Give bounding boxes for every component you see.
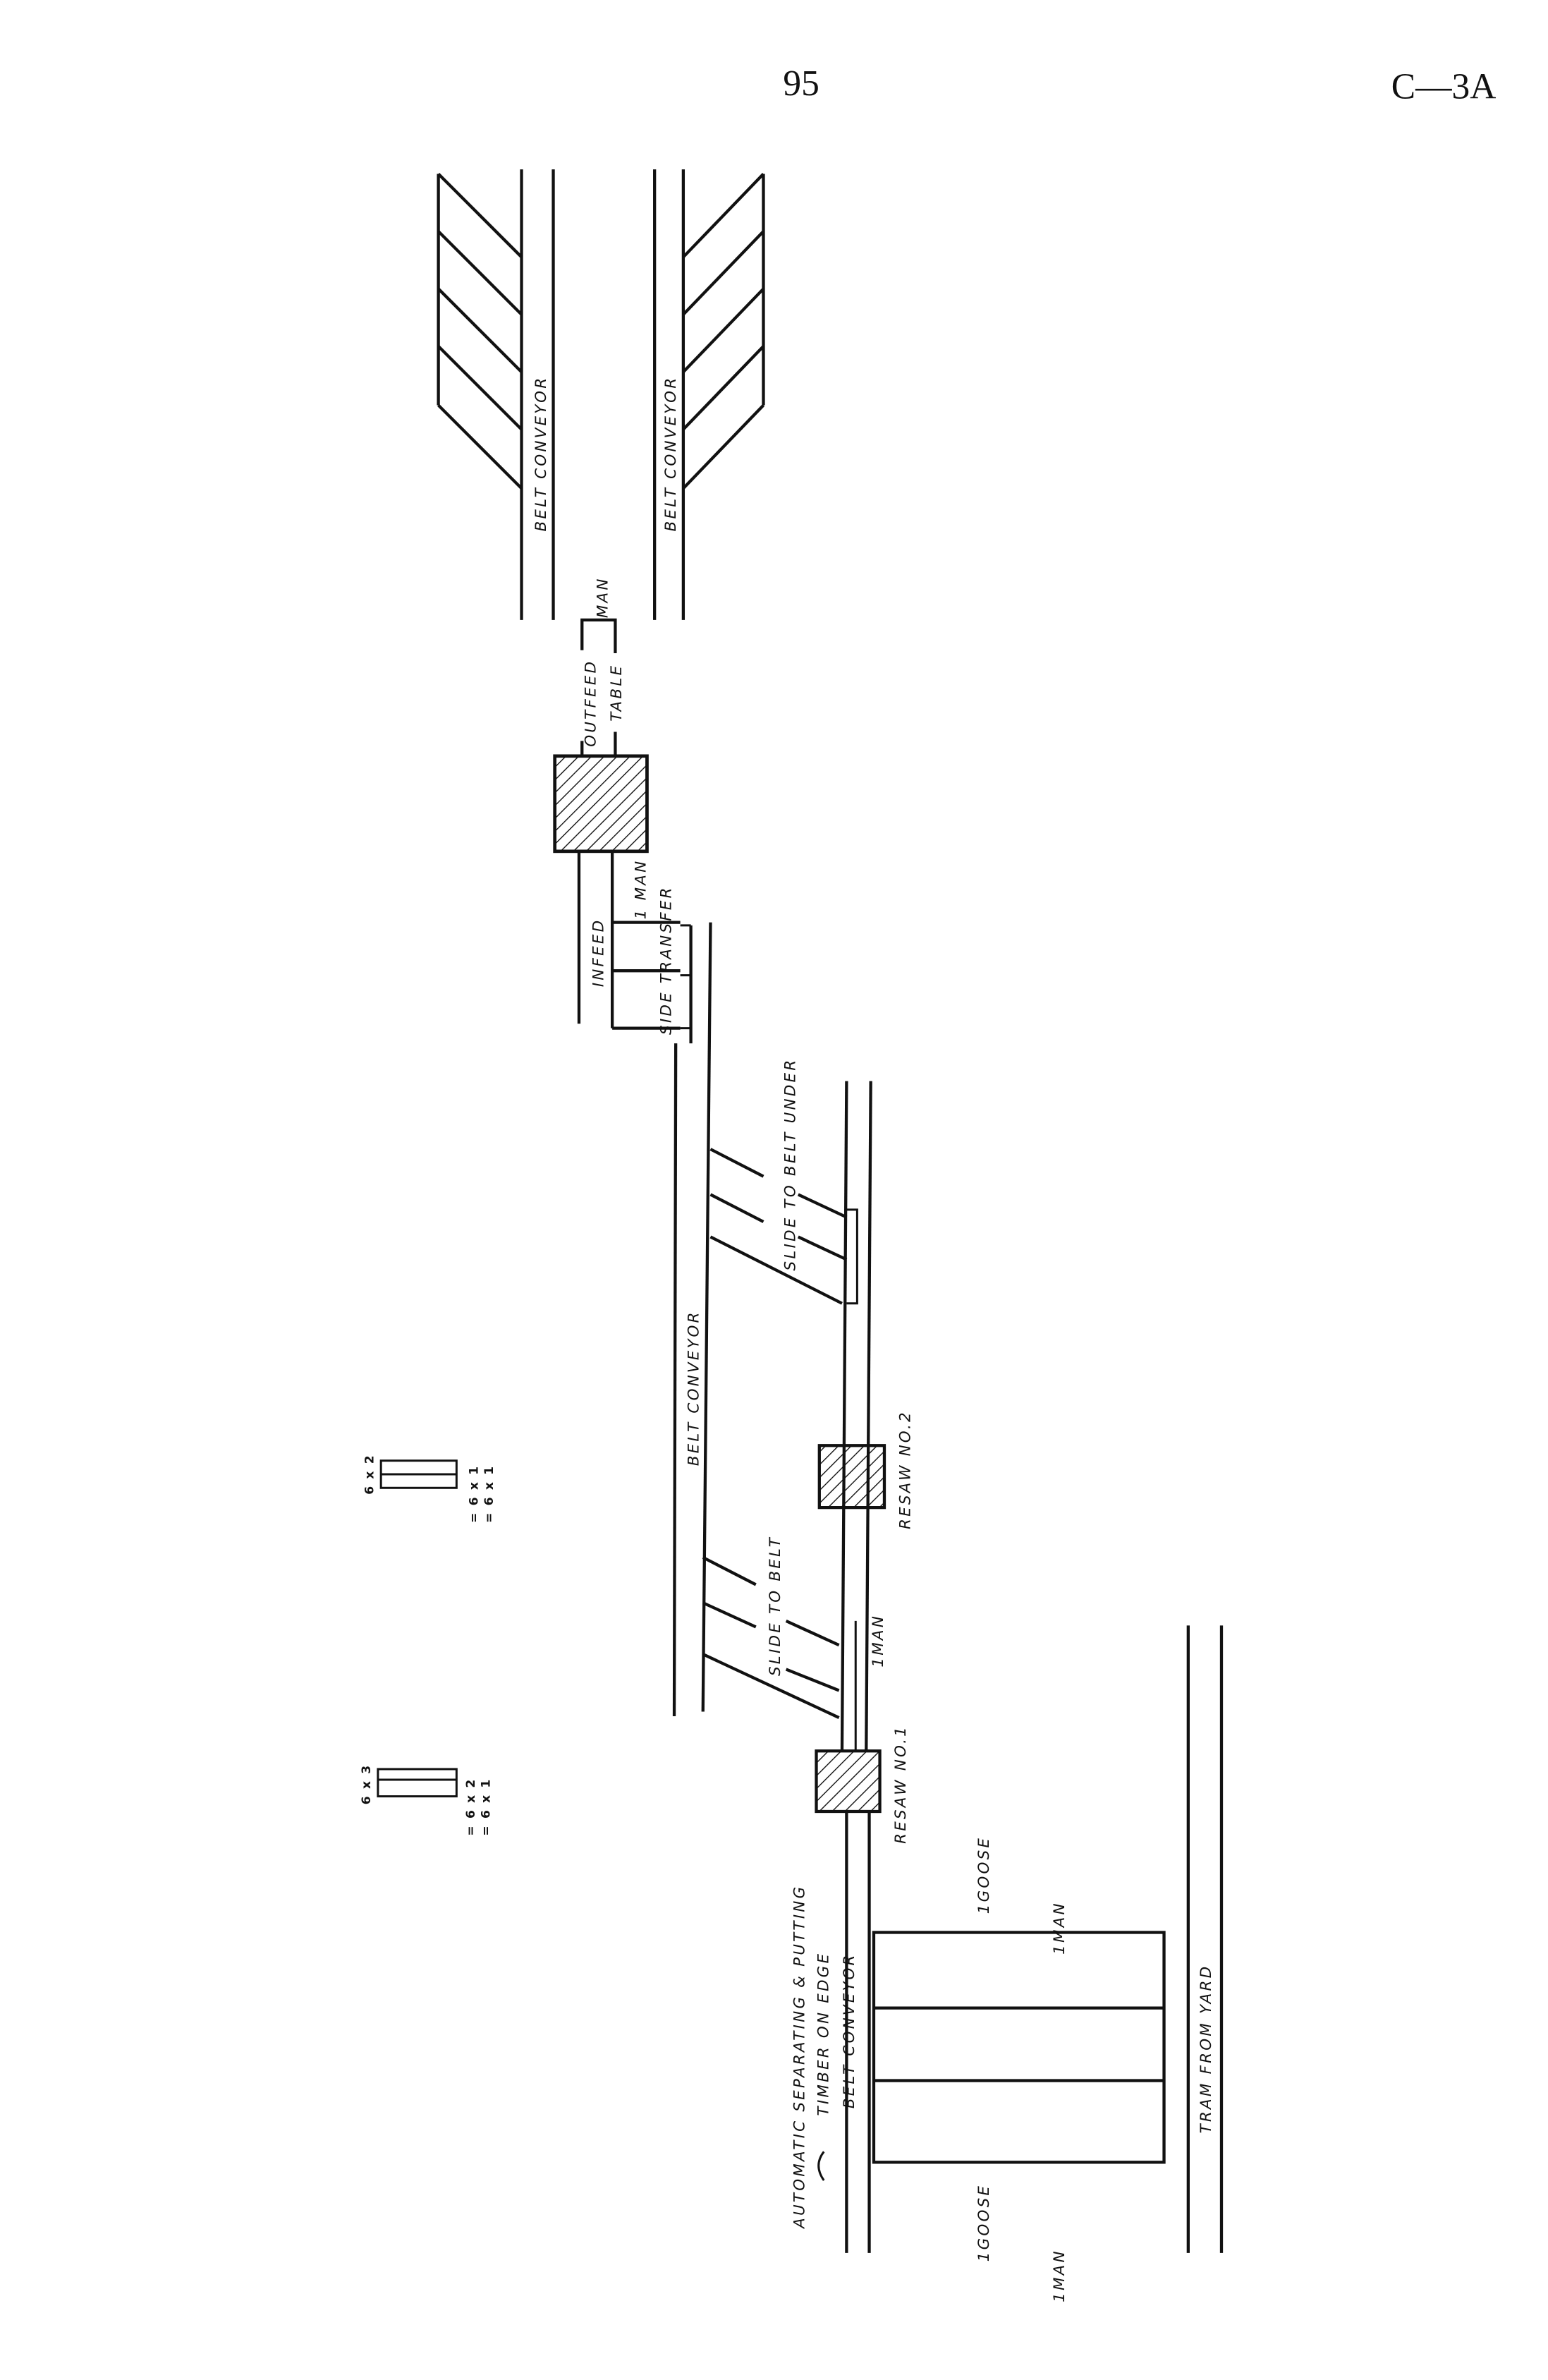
resaw-line: RESAW NO.2 1MAN RESAW NO.1 xyxy=(815,1081,914,2253)
slide-to-belt-under-label: SLIDE TO BELT UNDER xyxy=(782,1058,800,1271)
infeed-label: INFEED xyxy=(590,918,607,988)
yield-label: = 6 x 1 xyxy=(480,1778,494,1836)
one-man-label: 1MAN xyxy=(870,1614,887,1668)
middle-belt-conveyor: BELT CONVEYOR SLIDE TO BELT UNDER SLIDE … xyxy=(672,922,848,1720)
main-saw-box xyxy=(553,754,649,854)
side-transfer-label: SIDE TRANSFER xyxy=(658,885,676,1035)
goose-label: 1GOOSE xyxy=(975,1836,993,1914)
yield-label: = 6 x 1 xyxy=(467,1465,481,1523)
slide-to-belt-label: SLIDE TO BELT xyxy=(767,1536,784,1676)
table-label: TABLE xyxy=(608,664,626,722)
main-saw: MAN OUTFEED TABLE INFEED 1 MAN SIDE TRAN… xyxy=(553,576,693,1044)
timber-on-edge-label: TIMBER ON EDGE xyxy=(815,1952,833,2116)
one-man-label: 1 MAN xyxy=(632,859,650,920)
size-label: 6 x 2 xyxy=(362,1454,377,1495)
man-label: MAN xyxy=(595,576,612,618)
resaw-no1-label: RESAW NO.1 xyxy=(892,1725,910,1844)
belt-conveyor-label: BELT CONVEYOR xyxy=(532,376,550,532)
belt-conveyor-label: BELT CONVEYOR xyxy=(685,1310,702,1466)
automatic-separating-label: AUTOMATIC SEPARATING & PUTTING xyxy=(791,1885,808,2230)
belt-conveyor-label: BELT CONVEYOR xyxy=(841,1953,858,2108)
resaw-no2-label: RESAW NO.2 xyxy=(896,1410,914,1529)
size-label: 6 x 3 xyxy=(360,1764,374,1805)
timber-6x3-icon: 6 x 3 = 6 x 2 = 6 x 1 xyxy=(360,1764,493,1836)
top-left-belt-conveyor: BELT CONVEYOR xyxy=(437,169,555,620)
resaw-no2-box xyxy=(817,1444,886,1510)
man-label: 1MAN xyxy=(1051,1901,1068,1955)
belt-conveyor-label: BELT CONVEYOR xyxy=(662,376,680,532)
yield-label: = 6 x 2 xyxy=(464,1778,478,1836)
man-label: 1MAN xyxy=(1051,2249,1068,2302)
page-number: 95 xyxy=(783,63,819,104)
top-right-belt-conveyor: BELT CONVEYOR xyxy=(653,169,765,620)
separating-table: AUTOMATIC SEPARATING & PUTTING TIMBER ON… xyxy=(791,1836,1166,2302)
resaw-no1-box xyxy=(815,1749,882,1814)
yield-label: = 6 x 1 xyxy=(482,1465,496,1523)
tram-label: TRAM FROM YARD xyxy=(1197,1965,1215,2134)
tram-from-yard: TRAM FROM YARD xyxy=(1186,1625,1224,2253)
plate-id: C—3A xyxy=(1391,66,1497,107)
goose-label: 1GOOSE xyxy=(975,2184,993,2261)
timber-6x2-icon: 6 x 2 = 6 x 1 = 6 x 1 xyxy=(362,1454,496,1523)
outfeed-label: OUTFEED xyxy=(583,660,600,747)
